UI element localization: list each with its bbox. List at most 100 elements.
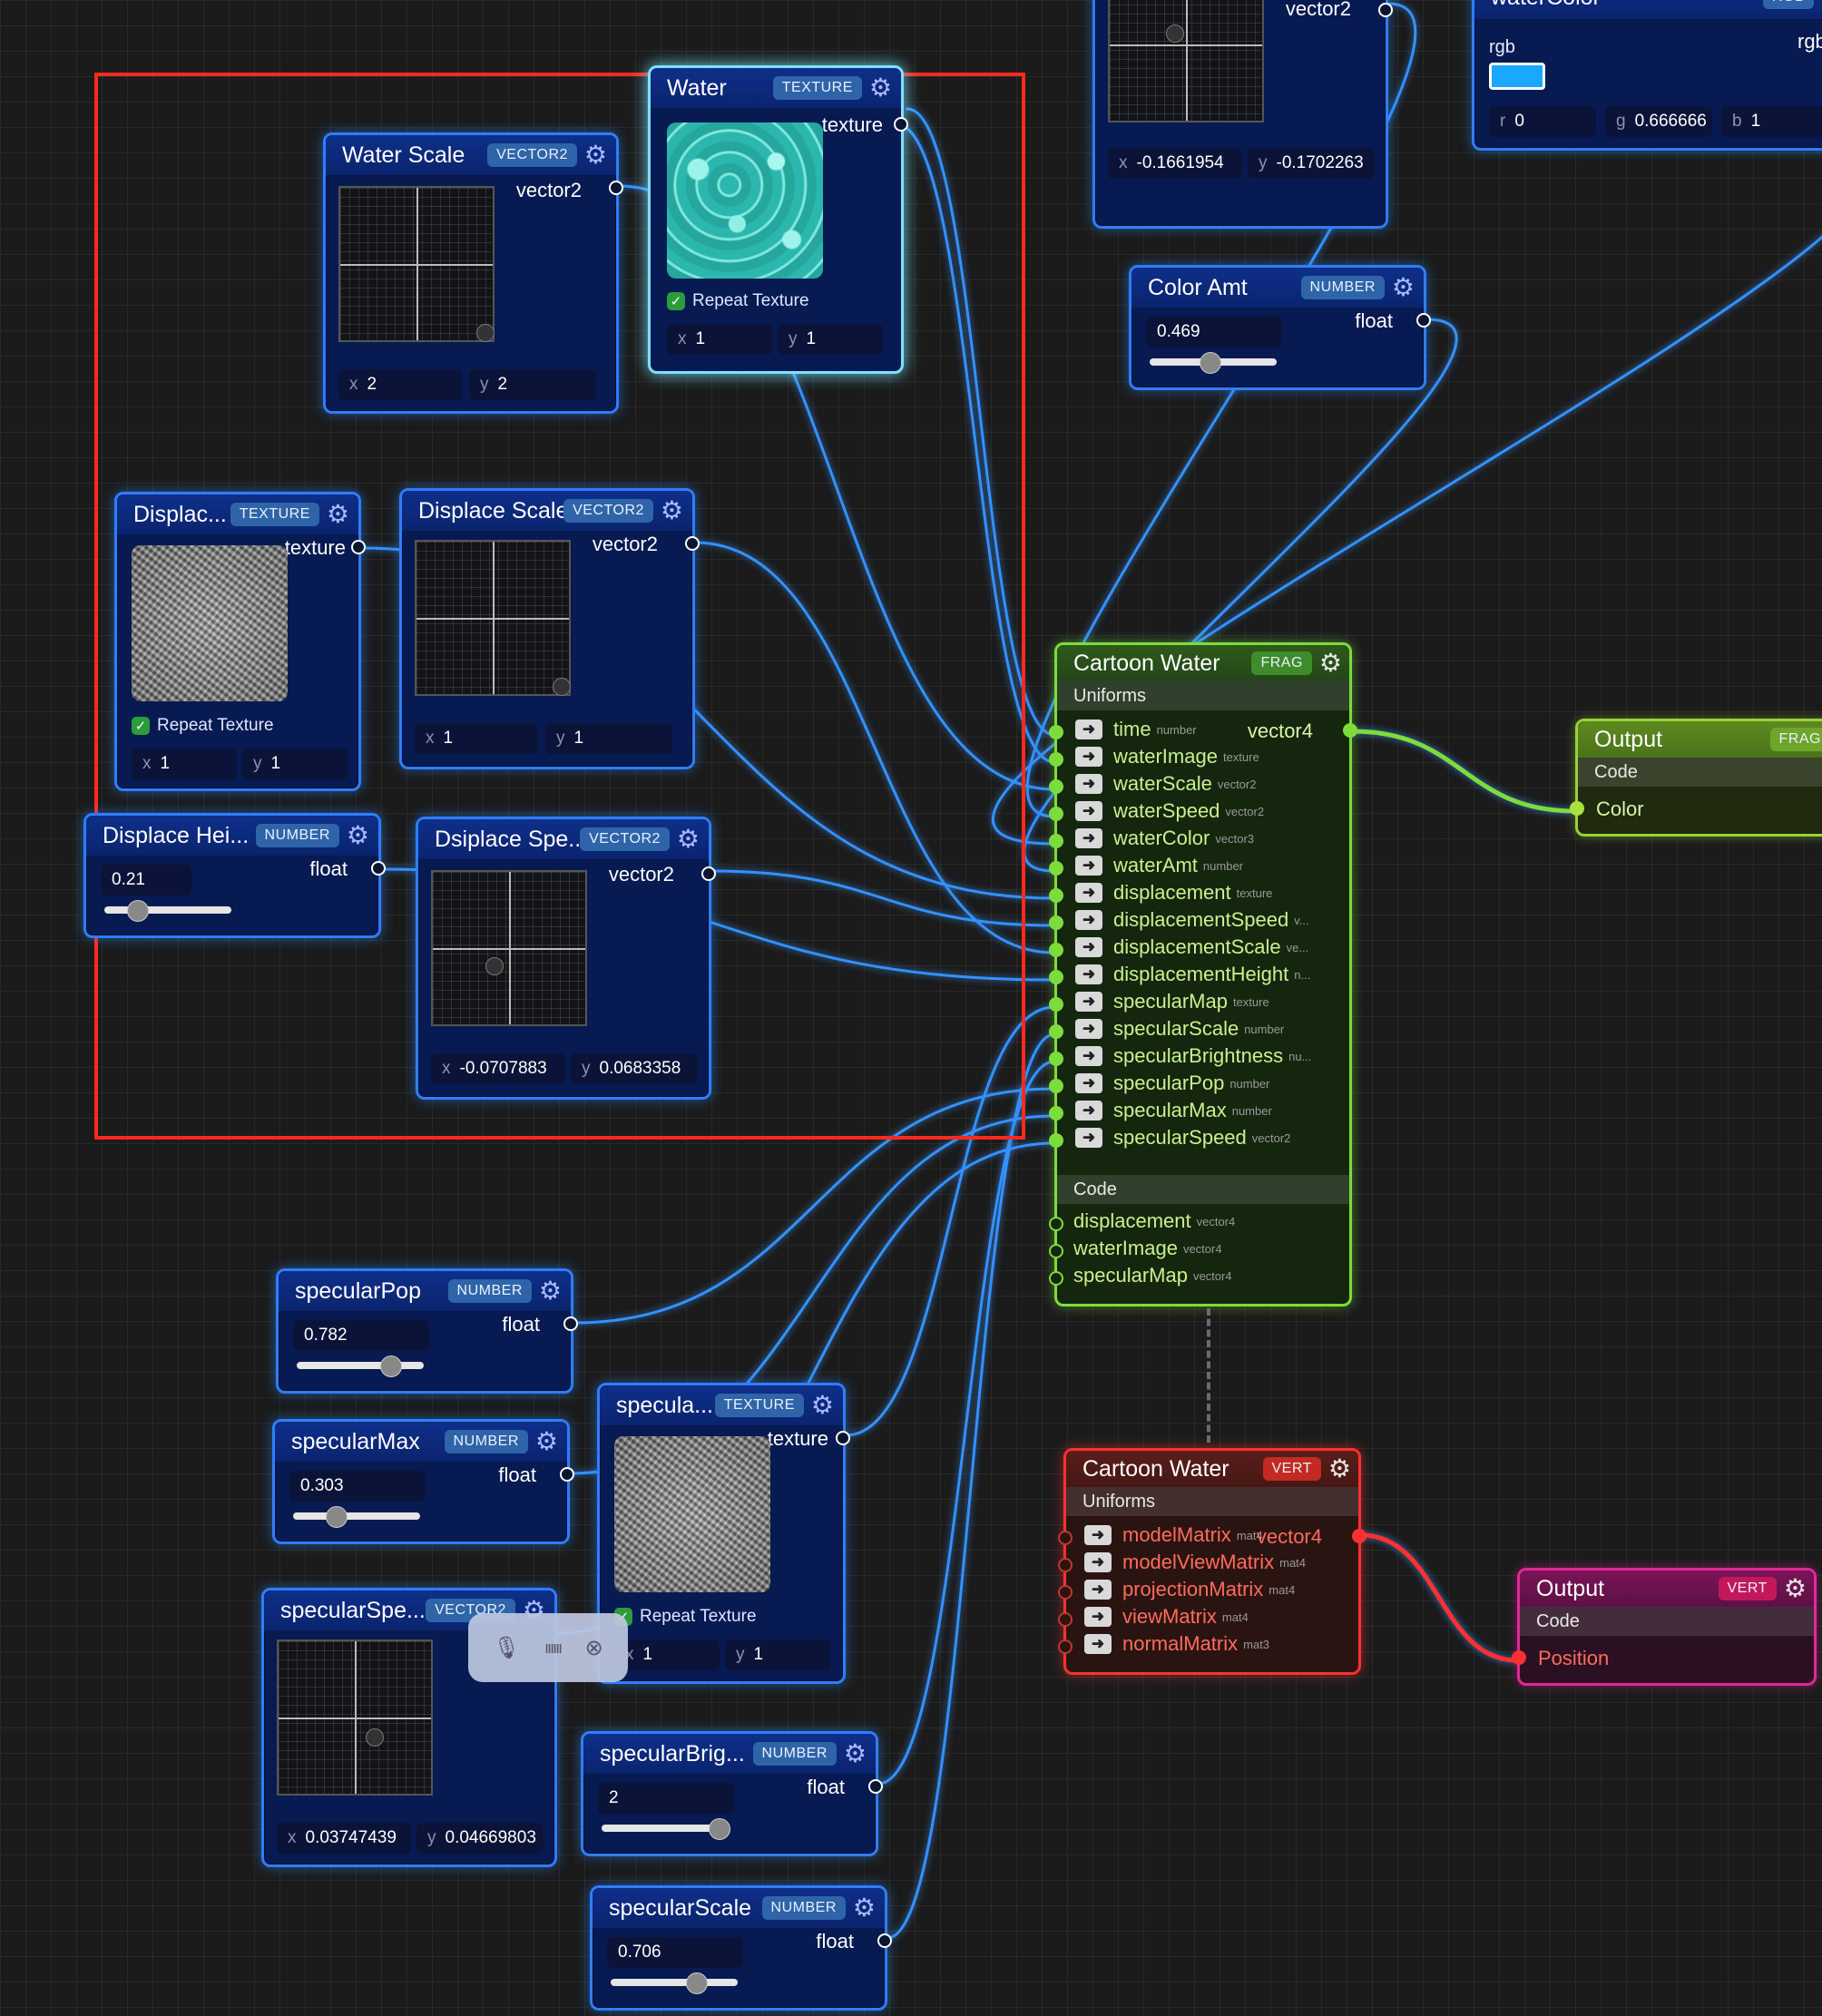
output-port[interactable] [1049, 1217, 1063, 1231]
vector-pad[interactable] [431, 870, 587, 1026]
cartoon-water-vert-node[interactable]: Cartoon Water VERT ⚙ Uniforms ➜modelMatr… [1058, 1448, 1366, 1675]
input-port[interactable] [1570, 801, 1584, 816]
value-input[interactable]: 0.21 [101, 865, 191, 895]
output-port[interactable] [351, 540, 366, 554]
vector-handle[interactable] [366, 1728, 384, 1747]
gear-icon[interactable]: ⚙ [660, 496, 683, 524]
input-port[interactable] [1049, 807, 1063, 821]
input-port[interactable] [1049, 834, 1063, 848]
specular-texture-node[interactable]: specula...TEXTURE⚙ texture ✓Repeat Textu… [597, 1383, 850, 1684]
vector-pad[interactable] [415, 540, 571, 696]
vector-pad[interactable] [338, 186, 495, 342]
vector-handle[interactable] [553, 678, 571, 696]
repeat-texture-checkbox[interactable]: ✓Repeat Texture [132, 716, 274, 736]
input-port[interactable] [1049, 970, 1063, 984]
dsiplace-speed-node[interactable]: Dsiplace Spe...VECTOR2⚙ vector2 x-0.0707… [416, 817, 716, 1100]
y-field[interactable]: y-0.1702263 [1248, 148, 1375, 179]
input-port[interactable] [1049, 1024, 1063, 1039]
output-port[interactable] [1343, 723, 1357, 738]
value-input[interactable]: 0.469 [1146, 317, 1282, 347]
slider-knob[interactable] [325, 1506, 348, 1528]
value-slider[interactable] [297, 1355, 424, 1377]
slider-knob[interactable] [686, 1972, 709, 1994]
output-port[interactable] [609, 181, 623, 195]
output-port[interactable] [894, 117, 908, 132]
displace-height-node[interactable]: Displace Hei...NUMBER⚙ float 0.21 [83, 813, 386, 938]
x-field[interactable]: x-0.0707883 [431, 1053, 565, 1084]
value-slider[interactable] [104, 900, 231, 922]
input-port[interactable] [1049, 997, 1063, 1012]
value-slider[interactable] [611, 1972, 738, 1994]
input-port[interactable] [1049, 725, 1063, 739]
texture-preview[interactable] [667, 122, 823, 279]
input-port[interactable] [1058, 1558, 1073, 1572]
microphone-icon[interactable]: 🎙 [493, 1635, 521, 1660]
gear-icon[interactable]: ⚙ [676, 825, 700, 853]
slider-knob[interactable] [126, 900, 149, 922]
close-icon[interactable]: ⊗ [584, 1635, 603, 1660]
input-port[interactable] [1512, 1650, 1526, 1665]
slider-knob[interactable] [380, 1355, 403, 1377]
input-port[interactable] [1058, 1585, 1073, 1600]
output-port[interactable] [1416, 313, 1431, 328]
value-slider[interactable] [293, 1506, 420, 1528]
gear-icon[interactable]: ⚙ [852, 1894, 876, 1922]
output-port[interactable] [701, 866, 716, 881]
texture-preview[interactable] [132, 545, 288, 701]
gear-icon[interactable]: ⚙ [346, 821, 369, 849]
specular-brightness-node[interactable]: specularBrig...NUMBER⚙ float 2 [581, 1731, 883, 1856]
gear-icon[interactable]: ⚙ [1391, 273, 1415, 301]
x-field[interactable]: x-0.1661954 [1108, 148, 1242, 179]
repeat-texture-checkbox[interactable]: ✓Repeat Texture [667, 291, 809, 311]
gear-icon[interactable]: ⚙ [583, 141, 607, 169]
gear-icon[interactable]: ⚙ [1327, 1454, 1351, 1483]
vector-handle[interactable] [476, 324, 495, 342]
vector2-node[interactable]: vector2 x-0.1661954 y-0.1702263 [1092, 0, 1393, 229]
input-port[interactable] [1058, 1531, 1073, 1545]
output-port[interactable] [685, 536, 700, 551]
input-port[interactable] [1049, 1106, 1063, 1121]
input-port[interactable] [1049, 779, 1063, 794]
repeat-texture-checkbox[interactable]: ✓Repeat Texture [614, 1607, 757, 1627]
output-port[interactable] [371, 861, 386, 876]
gear-icon[interactable]: ⚙ [1318, 649, 1342, 677]
input-port[interactable] [1058, 1639, 1073, 1654]
color-swatch[interactable] [1489, 63, 1545, 90]
value-input[interactable]: 0.303 [289, 1471, 426, 1502]
output-frag-node[interactable]: Output FRAG Code Color [1570, 719, 1822, 837]
texture-preview[interactable] [614, 1436, 770, 1592]
vector-pad[interactable] [277, 1639, 433, 1796]
output-vert-node[interactable]: Output VERT ⚙ Code Position [1512, 1568, 1817, 1686]
output-port[interactable] [560, 1467, 574, 1482]
gear-icon[interactable]: ⚙ [534, 1427, 558, 1455]
